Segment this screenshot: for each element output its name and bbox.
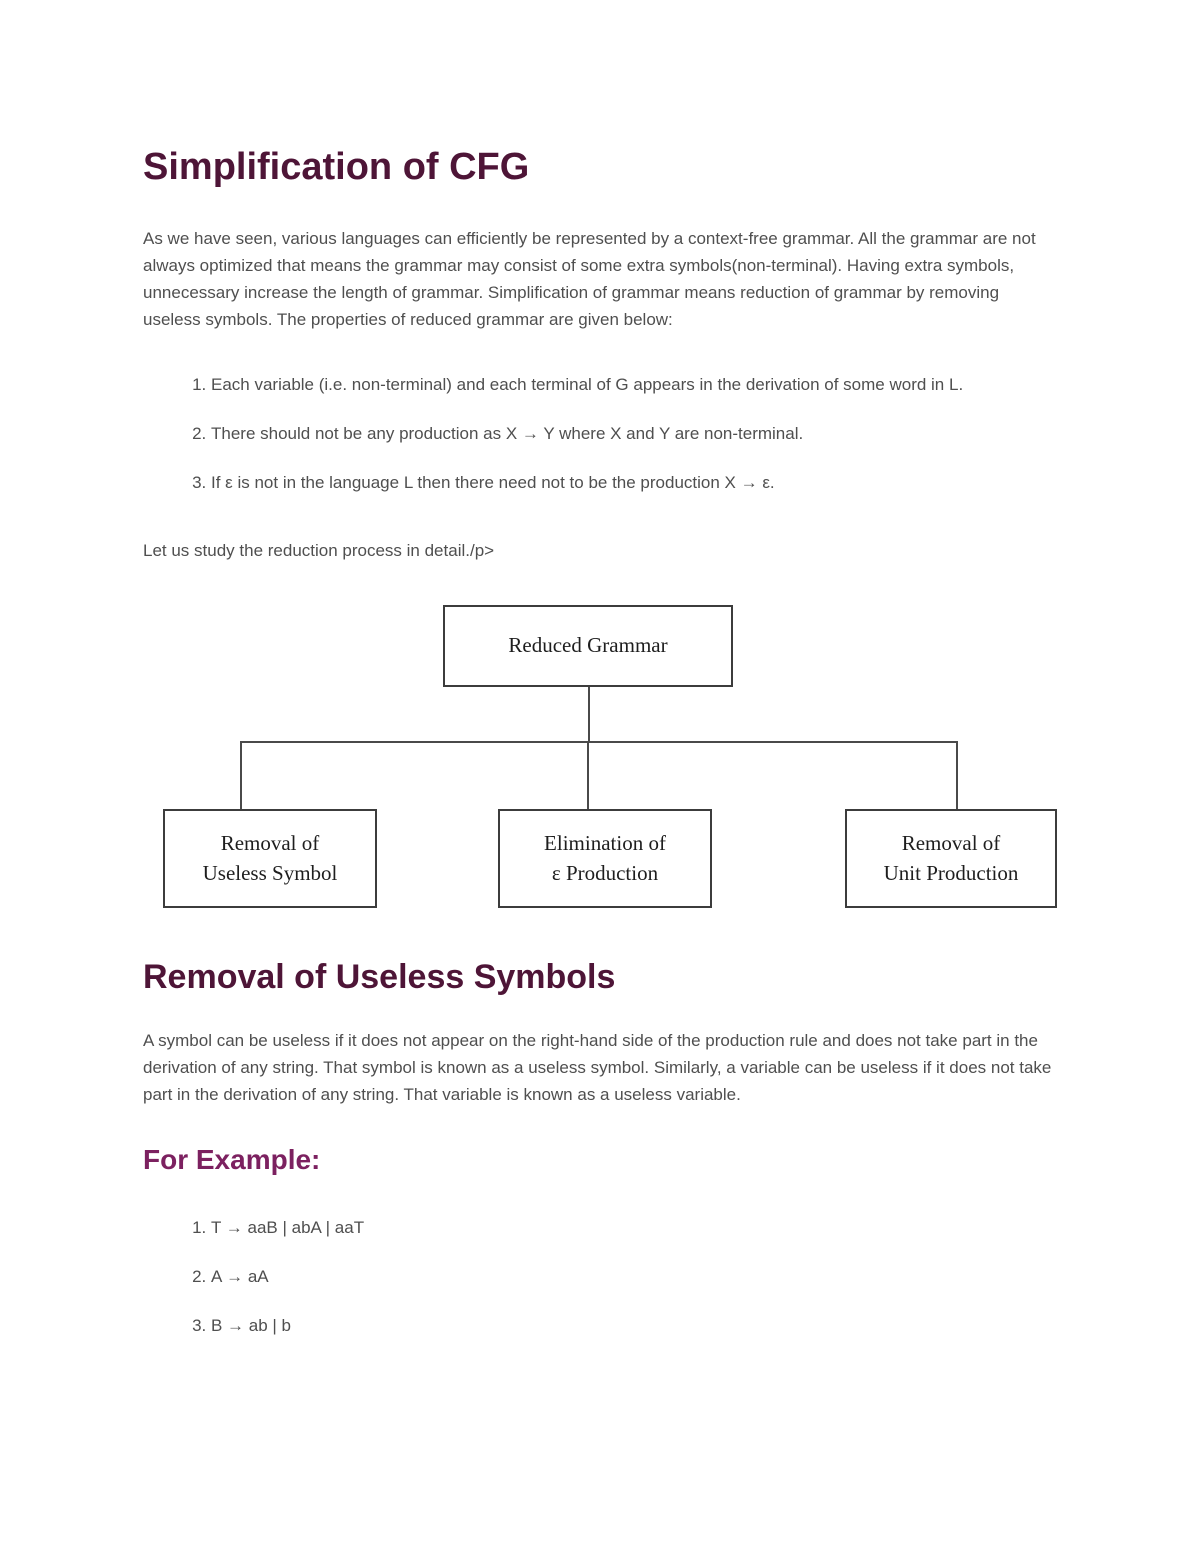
diagram-box-reduced-grammar: Reduced Grammar — [443, 605, 733, 687]
example-productions-list: T → aaB | abA | aaT A → aA B → ab | b — [143, 1208, 1060, 1346]
intro-paragraph: As we have seen, various languages can e… — [143, 229, 1036, 329]
page-title: Simplification of CFG — [143, 146, 530, 188]
connector-line-middle-drop — [587, 741, 589, 809]
list-item: B → ab | b — [211, 1306, 1060, 1346]
list-item: Each variable (i.e. non-terminal) and ea… — [211, 365, 1060, 405]
reduced-grammar-properties-list: Each variable (i.e. non-terminal) and ea… — [143, 365, 1060, 503]
section-heading-removal-useless-symbols: Removal of Useless Symbols — [143, 958, 616, 996]
list-item: There should not be any production as X … — [211, 414, 1060, 454]
example-heading: For Example: — [143, 1144, 321, 1175]
connector-line-left-drop — [240, 741, 242, 809]
list-item: A → aA — [211, 1257, 1060, 1297]
useless-symbols-paragraph: A symbol can be useless if it does not a… — [143, 1031, 1052, 1104]
connector-line-root-stem — [588, 687, 590, 741]
list-item: If ε is not in the language L then there… — [211, 463, 1060, 503]
document-content: Simplification of CFG As we have seen, v… — [0, 0, 1200, 1440]
list-item: T → aaB | abA | aaT — [211, 1208, 1060, 1248]
connector-line-horizontal — [240, 741, 958, 743]
study-note-paragraph: Let us study the reduction process in de… — [143, 541, 495, 560]
connector-line-right-drop — [956, 741, 958, 809]
